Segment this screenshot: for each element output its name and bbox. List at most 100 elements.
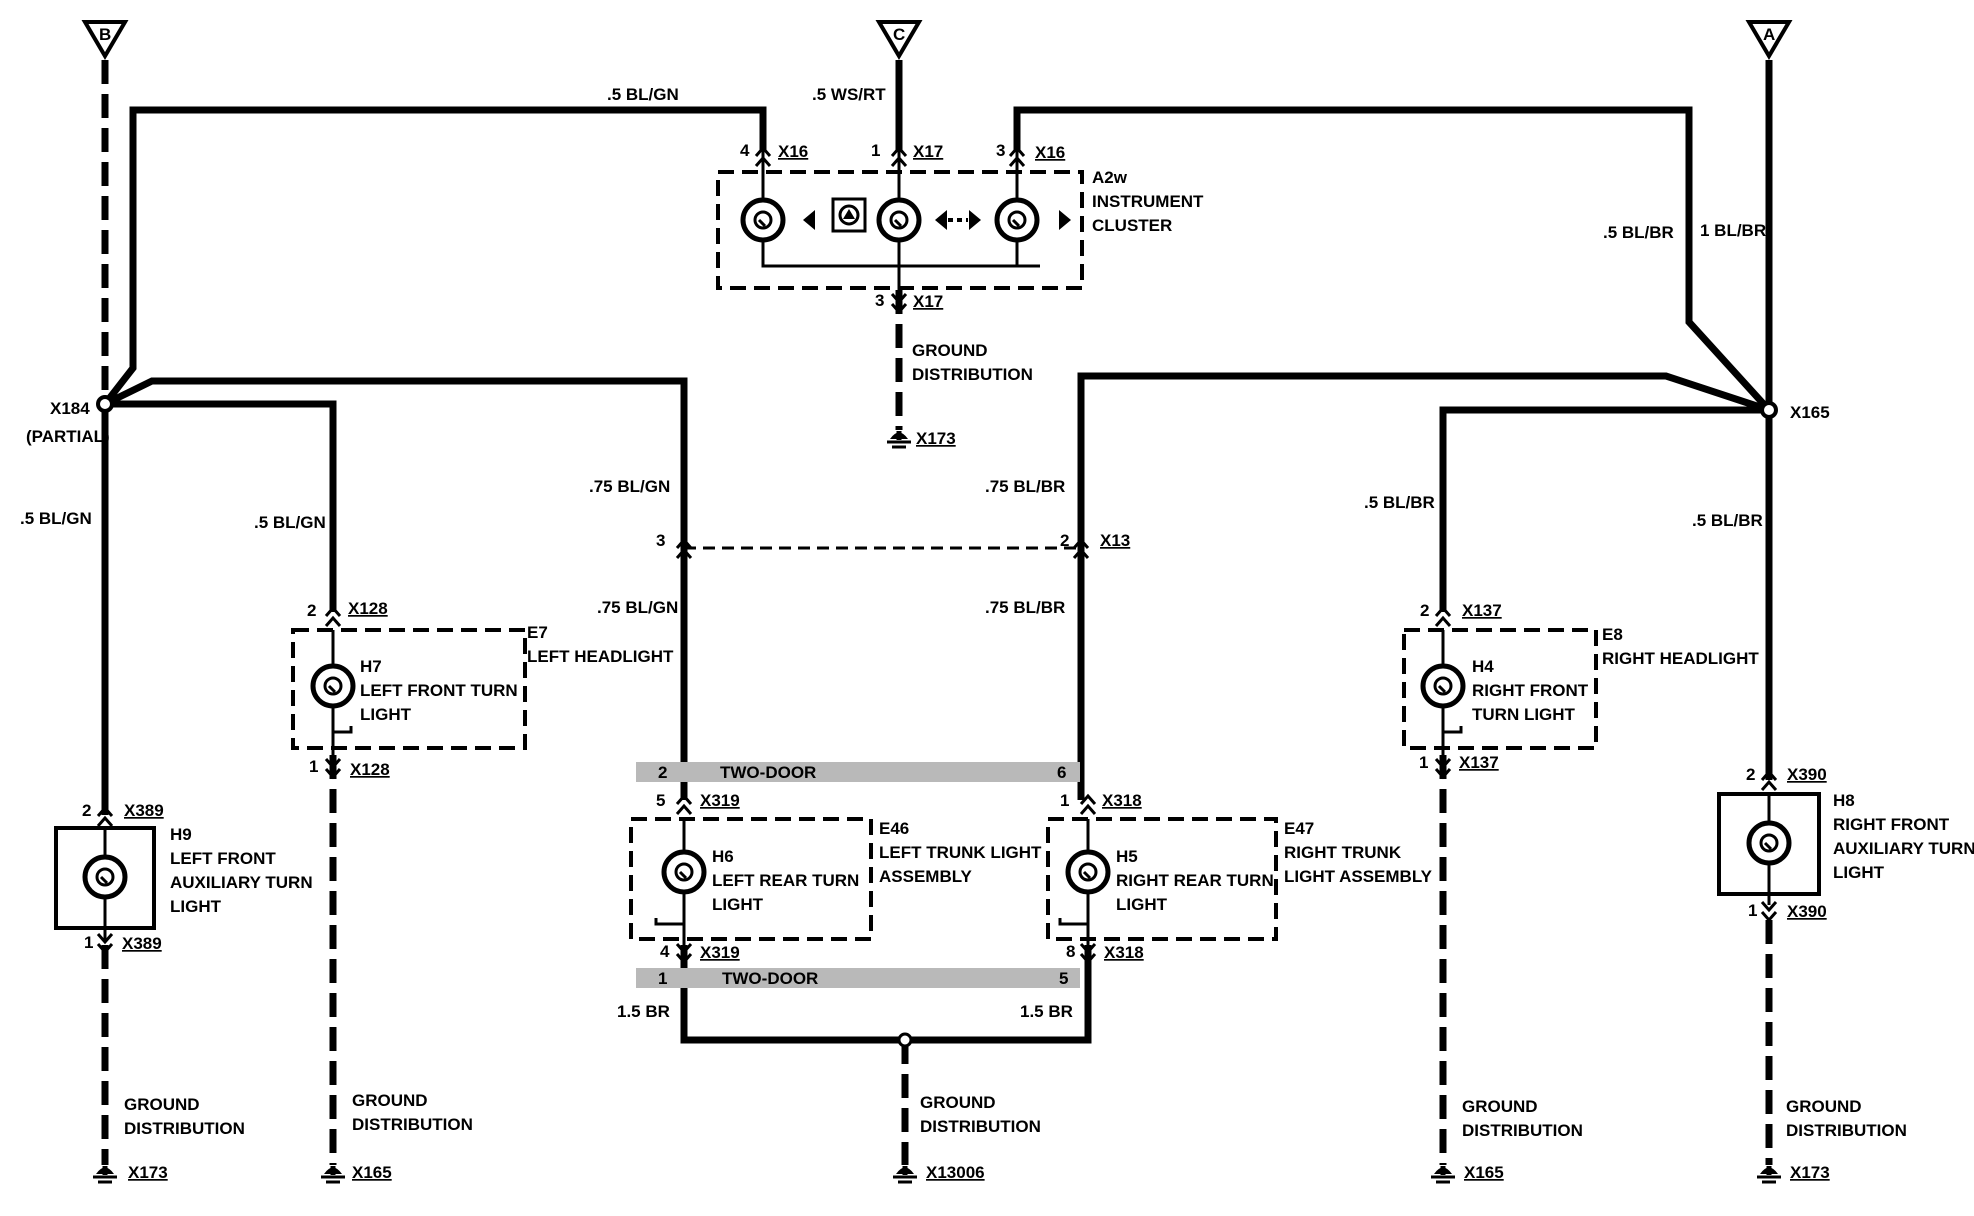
right-trunk-feed-wire xyxy=(1077,372,1771,800)
far-right-arrow-icon xyxy=(1059,210,1071,230)
right-head-ground-icon xyxy=(1431,1166,1455,1182)
left-head-ground-icon xyxy=(321,1166,345,1182)
right-aux-line3: LIGHT xyxy=(1833,863,1885,882)
cluster-ground-label-2: DISTRIBUTION xyxy=(912,365,1033,384)
left-arrow-icon xyxy=(803,210,815,230)
left-trunk-lamp-line2: LIGHT xyxy=(712,895,764,914)
right-aux-conn: X390 xyxy=(1787,765,1827,784)
right-trunk-lamp-id: H5 xyxy=(1116,847,1138,866)
cluster-internal-bus xyxy=(761,238,1040,268)
left-trunk-pin-top-num: 5 xyxy=(656,791,665,810)
wire-label-center-right-upper: .75 BL/BR xyxy=(985,477,1065,496)
left-trunk-conn: X319 xyxy=(700,791,740,810)
feed-b-label: B xyxy=(99,25,111,44)
ground-label-left-aux-2: DISTRIBUTION xyxy=(124,1119,245,1138)
wire-label-center-left-upper: .75 BL/GN xyxy=(589,477,670,496)
left-aux-lamp-icon xyxy=(85,857,125,897)
x13-conn: X13 xyxy=(1100,531,1130,550)
right-trunk-ground-tab xyxy=(1058,918,1088,926)
left-trunk-box-line1: LEFT TRUNK LIGHT xyxy=(879,843,1042,862)
left-aux-pin-bottom-num: 1 xyxy=(84,933,93,952)
right-aux-pin-bottom-num: 1 xyxy=(1748,901,1757,920)
ground-label-center-1: GROUND xyxy=(920,1093,996,1112)
left-headlight-box-name: LEFT HEADLIGHT xyxy=(527,647,674,666)
right-trunk-box xyxy=(1046,817,1278,941)
cluster-conn-bottom: X17 xyxy=(913,292,943,311)
right-aux-lamp-id: H8 xyxy=(1833,791,1855,810)
cluster-pin-center-num: 1 xyxy=(871,141,880,160)
cluster-lamp-center-icon xyxy=(879,200,919,240)
left-trunk-lamp-line1: LEFT REAR TURN xyxy=(712,871,859,890)
right-trunk-box-id: E47 xyxy=(1284,819,1314,838)
ground-label-right-head-2: DISTRIBUTION xyxy=(1462,1121,1583,1140)
feed-c-label: C xyxy=(893,25,905,44)
right-rear-turn-lamp-icon xyxy=(1068,852,1108,892)
right-aux-lamp-icon xyxy=(1749,823,1789,863)
center-ground-conn: X13006 xyxy=(926,1163,985,1182)
right-aux-conn-bottom: X390 xyxy=(1787,902,1827,921)
two-door-bar-top[interactable] xyxy=(636,762,1080,782)
right-arrow-icon-a xyxy=(935,210,947,230)
ground-label-right-aux-1: GROUND xyxy=(1786,1097,1862,1116)
right-headlight-pin-bottom-num: 1 xyxy=(1419,753,1428,772)
left-aux-line2: AUXILIARY TURN xyxy=(170,873,313,892)
right-trunk-box-line1: RIGHT TRUNK xyxy=(1284,843,1402,862)
left-trunk-feed-wire xyxy=(103,377,688,800)
wire-label-right-top-a: .5 BL/BR xyxy=(1603,223,1674,242)
left-headlight-lamp-line2: LIGHT xyxy=(360,705,412,724)
two-door-bottom-label: TWO-DOOR xyxy=(722,969,818,988)
wire-label-right-headlight: .5 BL/BR xyxy=(1364,493,1435,512)
right-headlight-box-name: RIGHT HEADLIGHT xyxy=(1602,649,1759,668)
cluster-conn-center: X17 xyxy=(913,142,943,161)
two-door-bar-bottom[interactable] xyxy=(636,968,1080,988)
left-trunk-conn-bottom: X319 xyxy=(700,943,740,962)
splice-x184-note: (PARTIAL) xyxy=(26,427,110,446)
wire-label-ground-right: 1.5 BR xyxy=(1020,1002,1073,1021)
cluster-ground-label-1: GROUND xyxy=(912,341,988,360)
right-front-turn-lamp-icon xyxy=(1423,666,1463,706)
right-aux-line2: AUXILIARY TURN xyxy=(1833,839,1974,858)
wire-label-center-right-lower: .75 BL/BR xyxy=(985,598,1065,617)
two-door-top-label: TWO-DOOR xyxy=(720,763,816,782)
wire-label-left-vertical: .5 BL/GN xyxy=(20,509,92,528)
left-headlight-lamp-line1: LEFT FRONT TURN xyxy=(360,681,518,700)
top-right-wire xyxy=(1013,106,1772,413)
feed-a-label: A xyxy=(1763,25,1775,44)
left-headlight-box xyxy=(291,628,527,750)
right-headlight-ground-tab xyxy=(1443,726,1463,734)
left-trunk-ground-tab xyxy=(654,918,684,926)
right-headlight-pin-top-num: 2 xyxy=(1420,601,1429,620)
left-trunk-box-id: E46 xyxy=(879,819,909,838)
left-trunk-box xyxy=(629,817,873,941)
right-aux-ground-icon xyxy=(1757,1166,1781,1182)
right-headlight-lamp-line2: TURN LIGHT xyxy=(1472,705,1576,724)
top-left-wire xyxy=(102,106,767,407)
left-headlight-box-id: E7 xyxy=(527,623,548,642)
ground-label-right-head-1: GROUND xyxy=(1462,1097,1538,1116)
splice-ground-dot xyxy=(897,1032,913,1048)
cluster-lamp-left-icon xyxy=(743,200,783,240)
right-head-ground-conn: X165 xyxy=(1464,1163,1504,1182)
right-trunk-pin-bottom-num: 8 xyxy=(1066,942,1075,961)
right-headlight-feed-wire xyxy=(1439,406,1769,612)
left-trunk-box-line2: ASSEMBLY xyxy=(879,867,973,886)
cluster-lamp-right-icon xyxy=(997,200,1037,240)
splice-x165-label: X165 xyxy=(1790,403,1830,422)
wire-label-right-top-b: 1 BL/BR xyxy=(1700,221,1766,240)
right-headlight-lamp-line1: RIGHT FRONT xyxy=(1472,681,1589,700)
left-aux-line3: LIGHT xyxy=(170,897,222,916)
left-trunk-pin-bottom-num: 4 xyxy=(660,942,670,961)
left-aux-line1: LEFT FRONT xyxy=(170,849,276,868)
left-head-ground-conn: X165 xyxy=(352,1163,392,1182)
left-headlight-conn: X128 xyxy=(348,599,388,618)
left-aux-pin-top-num: 2 xyxy=(82,801,91,820)
right-headlight-box xyxy=(1402,628,1598,750)
left-headlight-conn-bottom: X128 xyxy=(350,760,390,779)
wire-label-top-center: .5 WS/RT xyxy=(812,85,886,104)
right-trunk-lamp-line1: RIGHT REAR TURN xyxy=(1116,871,1274,890)
cluster-id: A2w xyxy=(1092,168,1128,187)
left-aux-ground-conn: X173 xyxy=(128,1163,168,1182)
cluster-name-1: INSTRUMENT xyxy=(1092,192,1204,211)
cluster-ground-icon xyxy=(887,431,911,447)
